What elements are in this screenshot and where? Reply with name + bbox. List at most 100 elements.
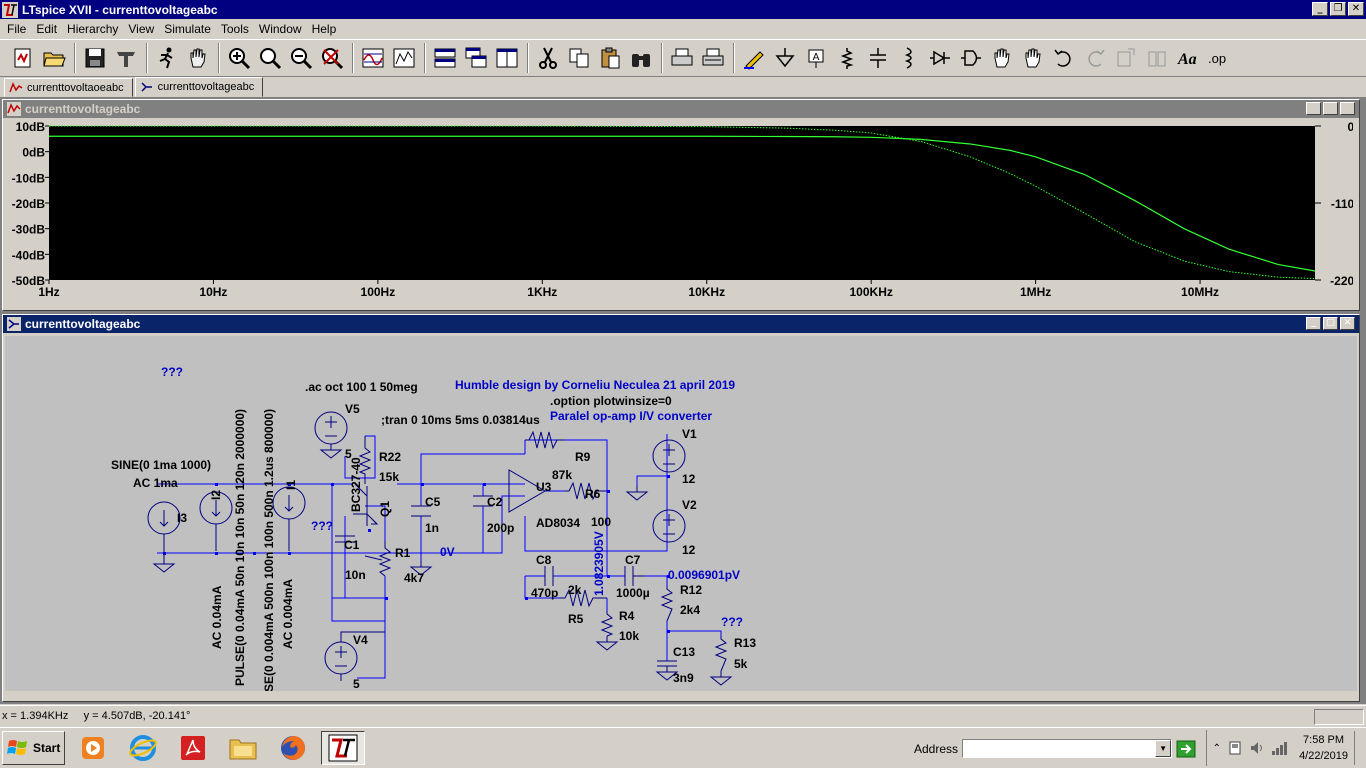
drag-icon[interactable] (1018, 43, 1048, 73)
c13-value: 3n9 (673, 671, 694, 685)
tile-horizontal-icon[interactable] (430, 43, 460, 73)
schematic-minimize-button[interactable]: _ (1306, 317, 1321, 330)
address-input[interactable]: ▼ (962, 739, 1173, 758)
menu-hierarchy[interactable]: Hierarchy (67, 21, 119, 36)
design-heading: Humble design by Corneliu Neculea 21 apr… (455, 378, 735, 392)
q1-model: BC327-40 (349, 457, 363, 512)
open-folder-icon[interactable] (39, 43, 69, 73)
menu-simulate[interactable]: Simulate (164, 21, 211, 36)
copy-icon[interactable] (564, 43, 594, 73)
waveform-maximize-button[interactable]: □ (1323, 102, 1338, 115)
capacitor-icon[interactable] (863, 43, 893, 73)
draw-wire-icon[interactable] (739, 43, 769, 73)
start-button[interactable]: Start (2, 731, 66, 765)
zoom-out-icon[interactable] (286, 43, 316, 73)
rotate-icon[interactable] (1111, 43, 1141, 73)
close-button[interactable]: ✕ (1348, 2, 1364, 16)
tab-schematic[interactable]: currenttovoltageabc (134, 77, 264, 97)
x-tick-label: 10MHz (1181, 285, 1219, 299)
new-schematic-icon[interactable] (8, 43, 38, 73)
v4-value: 5 (353, 677, 360, 691)
menu-view[interactable]: View (128, 21, 155, 36)
zoom-in-icon[interactable] (224, 43, 254, 73)
schematic-maximize-button[interactable]: □ (1323, 317, 1338, 330)
schematic-window-titlebar[interactable]: currenttovoltageabc _ □ ✕ (3, 315, 1359, 333)
network-signal-icon[interactable] (1271, 740, 1289, 756)
volume-icon[interactable] (1249, 740, 1265, 756)
tab-waveform[interactable]: currenttovoltaoeabc (4, 78, 133, 97)
minimize-button[interactable]: _ (1312, 2, 1328, 16)
menu-tools[interactable]: Tools (220, 21, 249, 36)
cascade-icon[interactable] (461, 43, 491, 73)
schematic-window-title: currenttovoltageabc (25, 317, 141, 331)
file-explorer-icon[interactable] (221, 731, 265, 765)
move-icon[interactable] (987, 43, 1017, 73)
redo-icon[interactable] (1080, 43, 1110, 73)
toolbar-separator (424, 43, 426, 73)
v5-value: 5 (345, 447, 352, 461)
waveform-close-button[interactable]: ✕ (1340, 102, 1355, 115)
diode-icon[interactable] (925, 43, 955, 73)
r9-value: 87k (552, 468, 572, 482)
schematic-canvas[interactable]: Humble design by Corneliu Neculea 21 apr… (5, 336, 1357, 691)
waveform-minimize-button[interactable]: _ (1306, 102, 1321, 115)
menu-help[interactable]: Help (311, 21, 337, 36)
window-title: LTspice XVII - currenttovoltageabc (22, 2, 218, 17)
clock[interactable]: 7:58 PM 4/22/2019 (1299, 732, 1348, 764)
inductor-icon[interactable] (894, 43, 924, 73)
cut-icon[interactable] (533, 43, 563, 73)
resistor-icon[interactable] (832, 43, 862, 73)
save-icon[interactable] (80, 43, 110, 73)
label-net-icon[interactable]: A (801, 43, 831, 73)
media-player-icon[interactable] (71, 731, 115, 765)
go-arrow-icon[interactable] (1176, 740, 1196, 758)
r6-label: R6 (585, 487, 601, 501)
tray-expand-icon[interactable]: ⌃ (1212, 742, 1222, 754)
find-icon[interactable] (626, 43, 656, 73)
autorange-icon[interactable] (358, 43, 388, 73)
undo-icon[interactable] (1049, 43, 1079, 73)
schematic-close-button[interactable]: ✕ (1340, 317, 1355, 330)
ground-icon[interactable] (770, 43, 800, 73)
print-setup-icon[interactable] (667, 43, 697, 73)
pick-traces-icon[interactable] (389, 43, 419, 73)
start-label: Start (33, 741, 61, 755)
address-dropdown-icon[interactable]: ▼ (1155, 740, 1172, 757)
print-icon[interactable] (698, 43, 728, 73)
c1-label: C1 (344, 538, 360, 552)
y-left-tick-label: -30dB (12, 223, 46, 237)
ltspice-app-icon (2, 1, 18, 18)
component-icon[interactable] (956, 43, 986, 73)
pdf-reader-icon[interactable] (171, 731, 215, 765)
i3-label: I3 (177, 511, 187, 525)
phase-trace (49, 125, 1316, 280)
run-icon[interactable] (152, 43, 182, 73)
r5-label: R5 (568, 612, 584, 626)
usb-device-icon[interactable] (1227, 740, 1243, 756)
tile-vertical-icon[interactable] (492, 43, 522, 73)
waveform-window-titlebar[interactable]: currenttovoltageabc _ □ ✕ (3, 100, 1359, 118)
paste-icon[interactable] (595, 43, 625, 73)
r22-label: R22 (379, 450, 401, 464)
zoom-fit-icon[interactable] (317, 43, 347, 73)
internet-explorer-icon[interactable] (121, 731, 165, 765)
plot-area (49, 126, 1315, 280)
ac1ma-label: AC 1ma (133, 476, 178, 490)
menu-file[interactable]: File (7, 21, 27, 36)
spice-directive-icon[interactable]: .op (1204, 43, 1234, 73)
menu-window[interactable]: Window (258, 21, 302, 36)
halt-icon[interactable] (183, 43, 213, 73)
firefox-icon[interactable] (271, 731, 315, 765)
unknown-label-2: ??? (311, 519, 333, 533)
text-icon[interactable]: Aa (1173, 43, 1203, 73)
i2-ac-label: AC 0.04mA (210, 585, 224, 649)
ltspice-icon[interactable] (321, 731, 366, 765)
show-desktop-button[interactable] (1354, 731, 1362, 765)
zoom-pan-icon[interactable] (255, 43, 285, 73)
mirror-icon[interactable] (1142, 43, 1172, 73)
control-panel-icon[interactable] (111, 43, 141, 73)
restore-button[interactable]: ❐ (1330, 2, 1346, 16)
menu-edit[interactable]: Edit (36, 21, 58, 36)
